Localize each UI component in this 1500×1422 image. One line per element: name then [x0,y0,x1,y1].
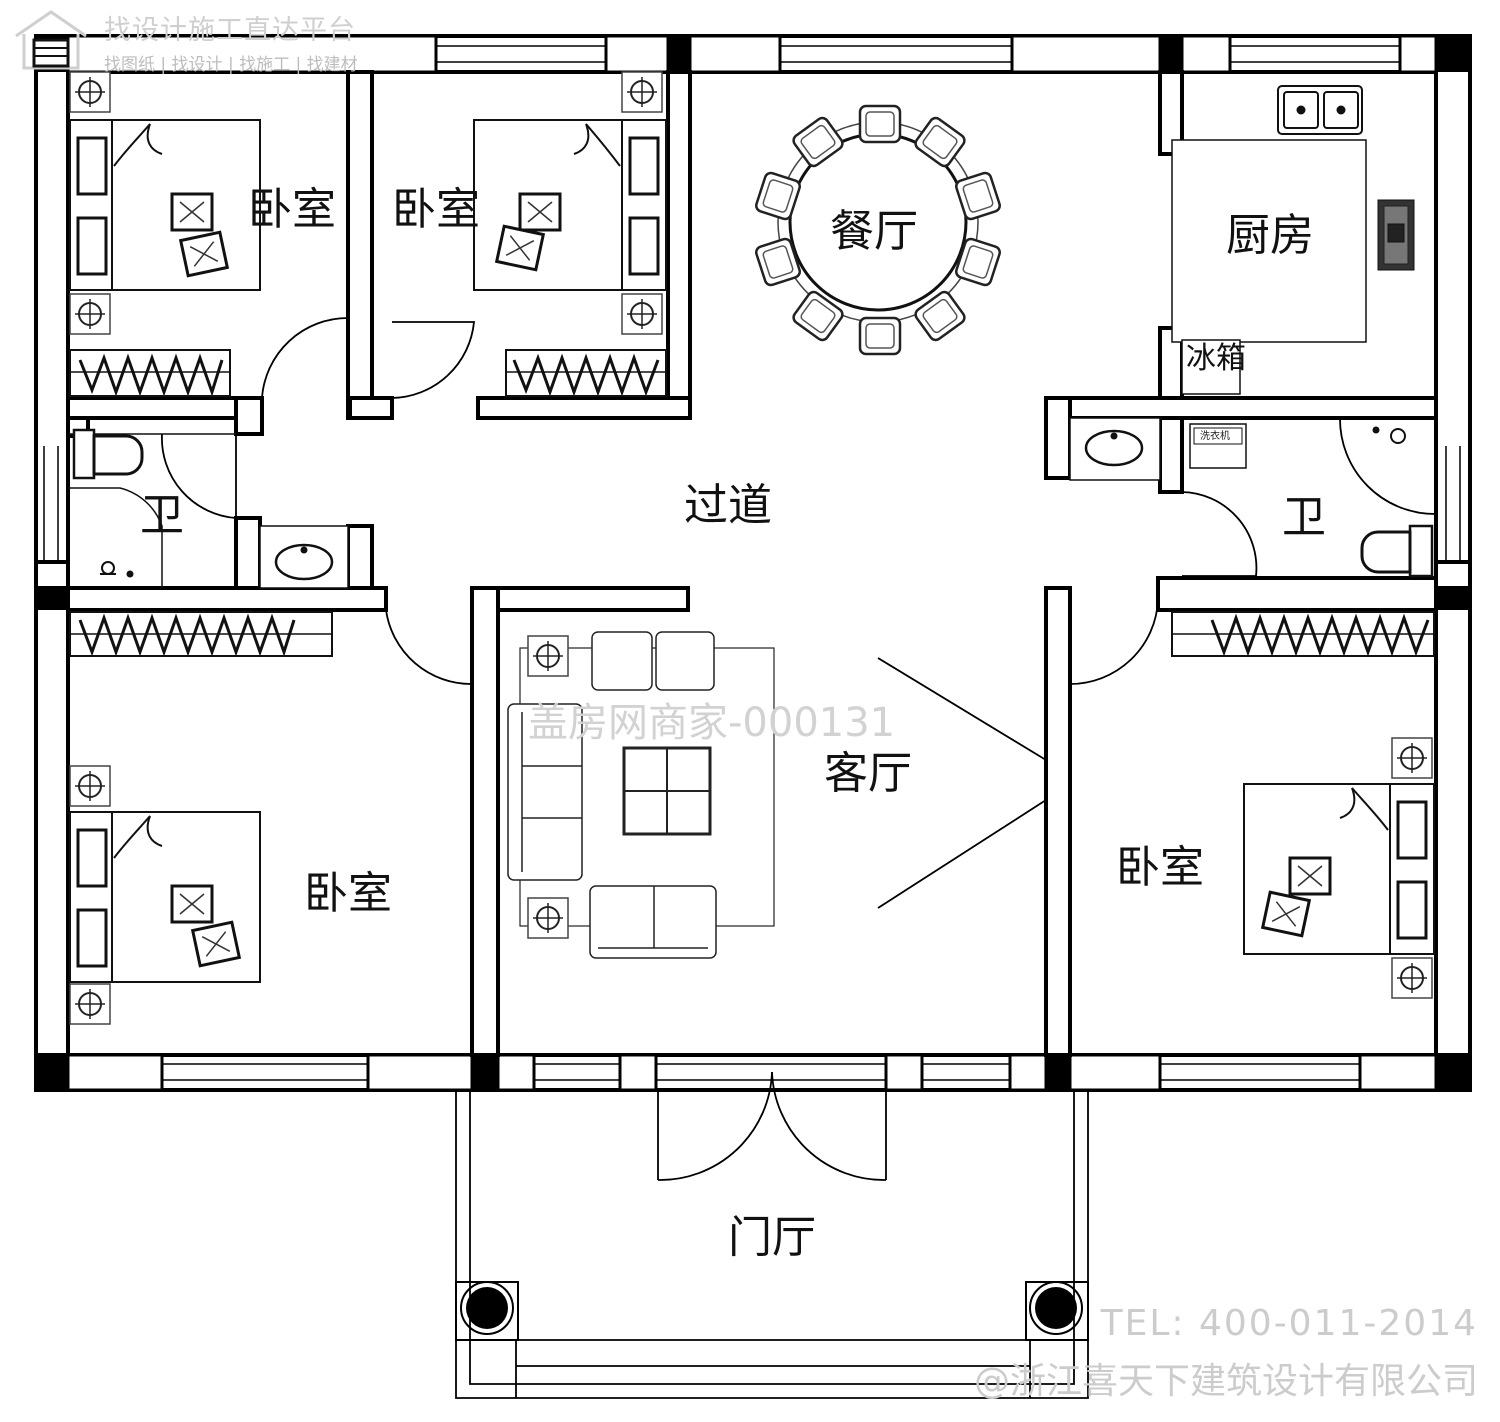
label-living: 客厅 [824,748,912,799]
label-bedroom-top-left: 卧室 [248,184,336,235]
label-bath-right: 卫 [1282,492,1326,543]
watermark-tel: TEL: 400-011-2014 [1100,1303,1478,1344]
wardrobe-top-mid [505,349,667,397]
label-dining: 餐厅 [830,206,918,257]
porch-column-left [466,1287,508,1329]
watermark-platform-title: 找设计施工直达平台 [104,15,356,46]
watermark-copyright: @浙江喜天下建筑设计有限公司 [973,1361,1478,1402]
label-corridor: 过道 [684,480,772,531]
watermark-id: 盖房网商家-000131 [528,700,896,746]
watermark-platform-links: 找图纸 | 找设计 | 找施工 | 找建材 [104,55,358,75]
bed-bottom-left [69,811,261,983]
interior-walls [34,70,1472,1057]
bed-bottom-right [1243,783,1435,955]
wardrobe-bottom-right [1171,611,1435,657]
kitchen-counter [1171,85,1415,395]
porch-column-right [1035,1287,1077,1329]
nightstand-icon [69,71,111,113]
label-washer: 洗衣机 [1200,431,1230,442]
company-logo-icon [15,10,87,70]
label-bedroom-top-mid: 卧室 [392,184,480,235]
bath-right-fixtures [1069,417,1434,578]
bed-top-mid [473,119,667,291]
wardrobe-bottom-left [69,611,333,657]
bath-left-fixtures [68,428,349,589]
label-bedroom-bottom-right: 卧室 [1116,842,1204,893]
dining-table [753,104,1003,356]
side-windows [43,446,1461,562]
window-sills [66,34,1438,1092]
living-furniture [507,631,775,959]
porch [455,1090,1089,1399]
label-kitchen: 厨房 [1226,210,1314,261]
doors [161,317,1437,1181]
wardrobe-top-left [69,349,231,397]
label-entrance: 门厅 [728,1212,816,1263]
label-fridge: 冰箱 [1186,341,1246,376]
label-bath-left: 卫 [140,490,184,541]
bed-top-left [69,119,261,291]
label-bedroom-bottom-left: 卧室 [304,868,392,919]
